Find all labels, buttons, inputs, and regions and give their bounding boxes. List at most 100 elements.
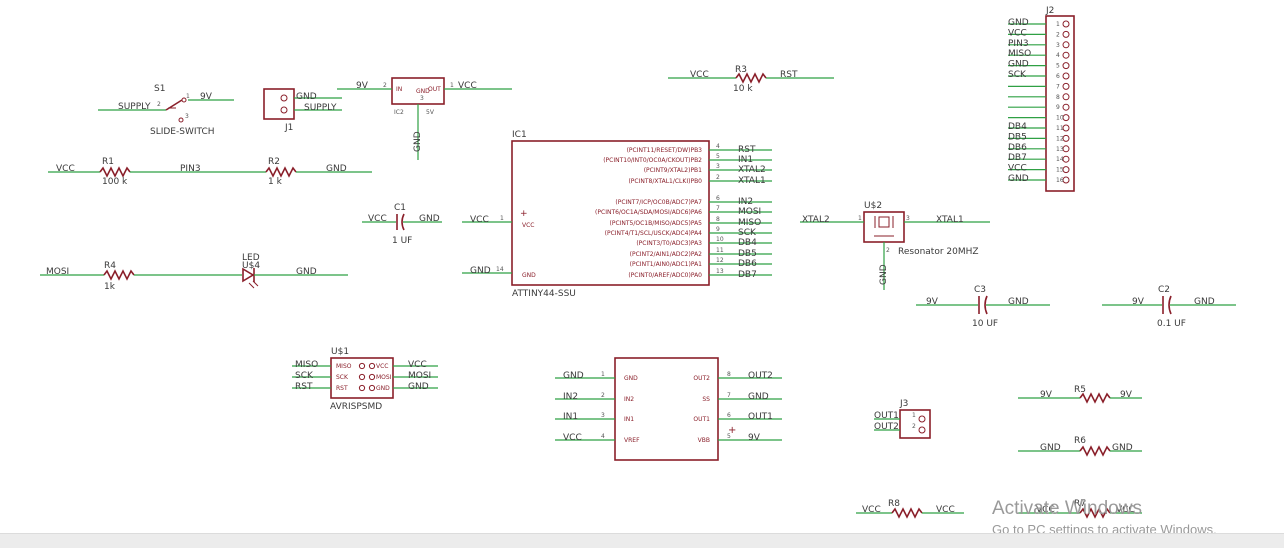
ic1-net-bottom-4: DB4 (738, 238, 757, 248)
mcu-ic1[interactable]: IC1 ATTINY44-SSU VCC GND 114 VCC GND + (… (462, 130, 772, 299)
capacitor-c2[interactable]: 9V GND C2 0.1 UF (1102, 285, 1236, 329)
ic1-pin-bottom-3: (PCINT4/T1/SCL/USCK/ADC4)PA4 (605, 230, 703, 237)
r1-value: 100 k (102, 177, 128, 187)
j2-pinnum-16: 16 (1056, 177, 1064, 184)
capacitor-c1[interactable]: VCC GND C1 1 UF (362, 203, 442, 246)
driver-net-left-1: IN2 (563, 392, 578, 402)
r3-net-rst: RST (780, 70, 798, 80)
j2-pinnum-9: 9 (1056, 104, 1060, 111)
ic2-value: 5V (426, 109, 435, 116)
r3-value: 10 k (733, 84, 753, 94)
driver-pinnum-right-1: 7 (727, 392, 731, 399)
c2-net-9v: 9V (1132, 297, 1145, 307)
ic2-pin-out: OUT (428, 86, 441, 93)
c1-value: 1 UF (392, 236, 412, 246)
driver-pinnum-left-2: 3 (601, 412, 605, 419)
u1-ref: U$1 (331, 347, 349, 357)
j2-pad-1 (1062, 20, 1070, 28)
j2-pad-11 (1062, 124, 1070, 132)
driver-pin-left-2: IN1 (624, 416, 634, 423)
u2-net-gnd: GND (879, 264, 889, 285)
j2-pinnum-8: 8 (1056, 94, 1060, 101)
slide-switch-s1[interactable]: S1 SUPPLY 9V SLIDE-SWITCH 213 (98, 84, 234, 137)
j2-net-16: GND (1008, 174, 1029, 184)
ic1-pin-top-2: (PCINT9/XTAL2)PB1 (644, 167, 702, 174)
resistor-r5[interactable]: 9V R5 9V (1018, 385, 1142, 404)
svg-text:1: 1 (450, 82, 454, 89)
driver-pinnum-right-3: 5 (727, 433, 731, 440)
resistor-r3[interactable]: VCC R3 10 k RST (668, 65, 834, 94)
u1-pin-left-2: RST (336, 385, 348, 392)
j2-pinnum-10: 10 (1056, 115, 1064, 122)
r8-ref: R8 (888, 499, 900, 509)
resistor-r7[interactable]: VCC R7 VCC (1018, 499, 1142, 519)
r1-net-vcc: VCC (56, 164, 75, 174)
ic1-net-bottom-2: MISO (738, 218, 761, 228)
j2-pad-8 (1062, 93, 1070, 101)
led-value: LED (242, 253, 260, 263)
u1-pin-right-1: MOSI (376, 374, 392, 381)
driver-net-right-2: OUT1 (748, 412, 773, 422)
ic1-net-bottom-1: MOSI (738, 207, 761, 217)
ic1-pinnum-bottom-3: 9 (716, 226, 720, 233)
j2-pad-9 (1062, 103, 1070, 111)
j2-pad-4 (1062, 51, 1070, 59)
ic1-pinnum-top-0: 4 (716, 143, 720, 150)
resistor-r8[interactable]: VCC R8 VCC (856, 499, 964, 519)
header-j2[interactable]: J2 1GND2VCC3PIN34MISO5GND6SCK7891011DB41… (1008, 6, 1075, 192)
u1-net-right-1: MOSI (408, 371, 431, 381)
svg-text:1: 1 (858, 215, 862, 222)
j2-pinnum-7: 7 (1056, 83, 1060, 90)
j2-pad-6 (1062, 72, 1070, 80)
status-bar (0, 533, 1284, 548)
j2-pinnum-13: 13 (1056, 146, 1064, 153)
resistor-r4[interactable]: MOSI R4 1k (40, 261, 242, 292)
s1-value: SLIDE-SWITCH (150, 127, 215, 137)
ic1-pinnum-bottom-0: 6 (716, 195, 720, 202)
u2-ref: U$2 (864, 201, 882, 211)
j3-net-out1: OUT1 (874, 411, 899, 421)
ic1-net-bottom-0: IN2 (738, 197, 753, 207)
svg-text:3: 3 (185, 113, 189, 120)
j2-net-11: DB4 (1008, 122, 1027, 132)
driver-pin-right-1: SS (702, 396, 710, 403)
driver-net-right-1: GND (748, 392, 769, 402)
svg-text:3: 3 (420, 95, 424, 102)
svg-text:2: 2 (886, 247, 890, 254)
ic1-value: ATTINY44-SSU (512, 289, 576, 299)
connector-j1[interactable]: GND SUPPLY J1 (263, 88, 342, 133)
driver-pinnum-right-0: 8 (727, 371, 731, 378)
driver-net-right-0: OUT2 (748, 371, 773, 381)
j2-net-15: VCC (1008, 164, 1027, 174)
ic2-net-9v: 9V (356, 81, 369, 91)
resistor-r1[interactable]: VCC R1 100 k PIN3 (48, 157, 266, 187)
r4-value: 1k (104, 282, 116, 292)
ic1-ref: IC1 (512, 130, 527, 140)
ic1-pinnum-bottom-7: 13 (716, 268, 724, 275)
connector-j3[interactable]: OUT1 OUT2 J3 12 (874, 399, 931, 439)
driver-pinnum-left-0: 1 (601, 371, 605, 378)
j2-pinnum-2: 2 (1056, 31, 1060, 38)
j2-pad-10 (1062, 114, 1070, 122)
ic1-net-top-0: RST (738, 145, 756, 155)
resistor-r2[interactable]: R2 1 k GND (265, 157, 372, 187)
j1-net-gnd: GND (296, 92, 317, 102)
u1-pad-right-2 (368, 384, 376, 392)
r5-net-right: 9V (1120, 390, 1133, 400)
ic2-net-gnd: GND (413, 131, 423, 152)
s1-ref: S1 (154, 84, 165, 94)
j2-pinnum-12: 12 (1056, 135, 1064, 142)
led-u4[interactable]: LED U$4 GND (242, 253, 348, 289)
j2-ref: J2 (1045, 6, 1054, 16)
c1-net-gnd: GND (419, 214, 440, 224)
u1-pad-left-2 (358, 384, 366, 392)
capacitor-c3[interactable]: 9V GND C3 10 UF (916, 285, 1050, 329)
resistor-r6[interactable]: GND R6 GND (1018, 436, 1142, 457)
ic2-pin-gnd: GND (416, 88, 430, 95)
driver-pin-right-0: OUT2 (693, 375, 710, 382)
